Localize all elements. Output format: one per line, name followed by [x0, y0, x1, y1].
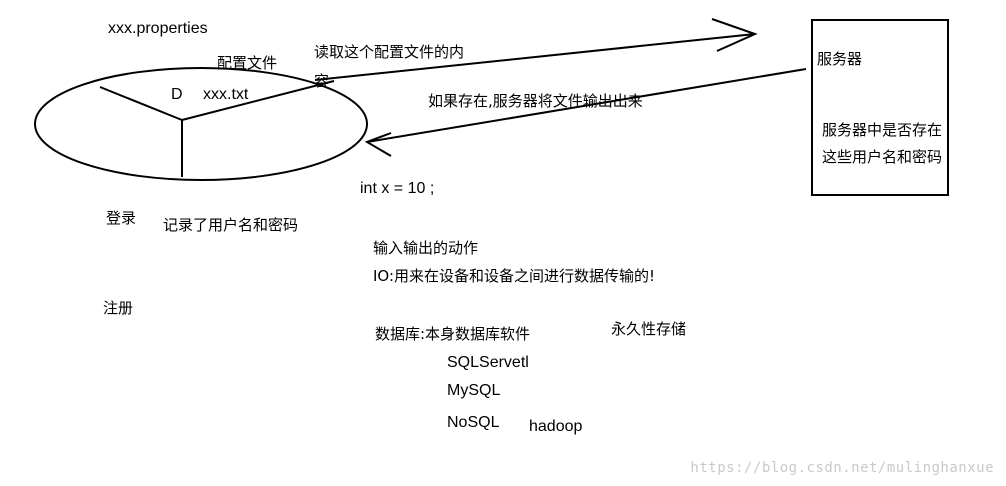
mysql-label: MySQL — [447, 382, 501, 399]
watermark: https://blog.csdn.net/mulinghanxue — [690, 460, 994, 476]
read-config-label: 读取这个配置文件的内 — [314, 43, 465, 61]
server-box — [811, 19, 949, 196]
server-title: 服务器 — [817, 50, 863, 68]
properties-file-label: xxx.properties — [108, 20, 208, 37]
disk-divider-left — [99, 86, 183, 121]
if-exists-label: 如果存在,服务器将文件输出出来 — [428, 92, 643, 110]
return-arrow-line — [366, 68, 807, 143]
database-label: 数据库:本身数据库软件 — [375, 325, 531, 343]
io-description: IO:用来在设备和设备之间进行数据传输的! — [373, 267, 656, 285]
io-action-label: 输入输出的动作 — [373, 239, 479, 257]
sqlserver-label: SQLServetl — [447, 354, 529, 371]
read-config-label-wrap: 容 — [314, 72, 330, 90]
read-arrow-head — [711, 18, 758, 52]
disk-ellipse — [34, 67, 368, 181]
register-label: 注册 — [103, 299, 134, 317]
record-label: 记录了用户名和密码 — [163, 216, 299, 234]
disk-letter-label: D — [171, 86, 183, 103]
txt-file-label: xxx.txt — [203, 86, 249, 103]
hadoop-label: hadoop — [529, 418, 583, 435]
server-check-label: 服务器中是否存在这些用户名和密码 — [822, 121, 943, 166]
config-file-label: 配置文件 — [217, 54, 278, 72]
nosql-label: NoSQL — [447, 414, 500, 431]
read-arrow-line — [314, 33, 756, 81]
login-label: 登录 — [106, 209, 137, 227]
int-declaration: int x = 10 ; — [360, 180, 435, 197]
return-arrow-head — [364, 132, 392, 157]
persistent-label: 永久性存储 — [611, 320, 687, 338]
disk-divider-right — [181, 80, 335, 121]
